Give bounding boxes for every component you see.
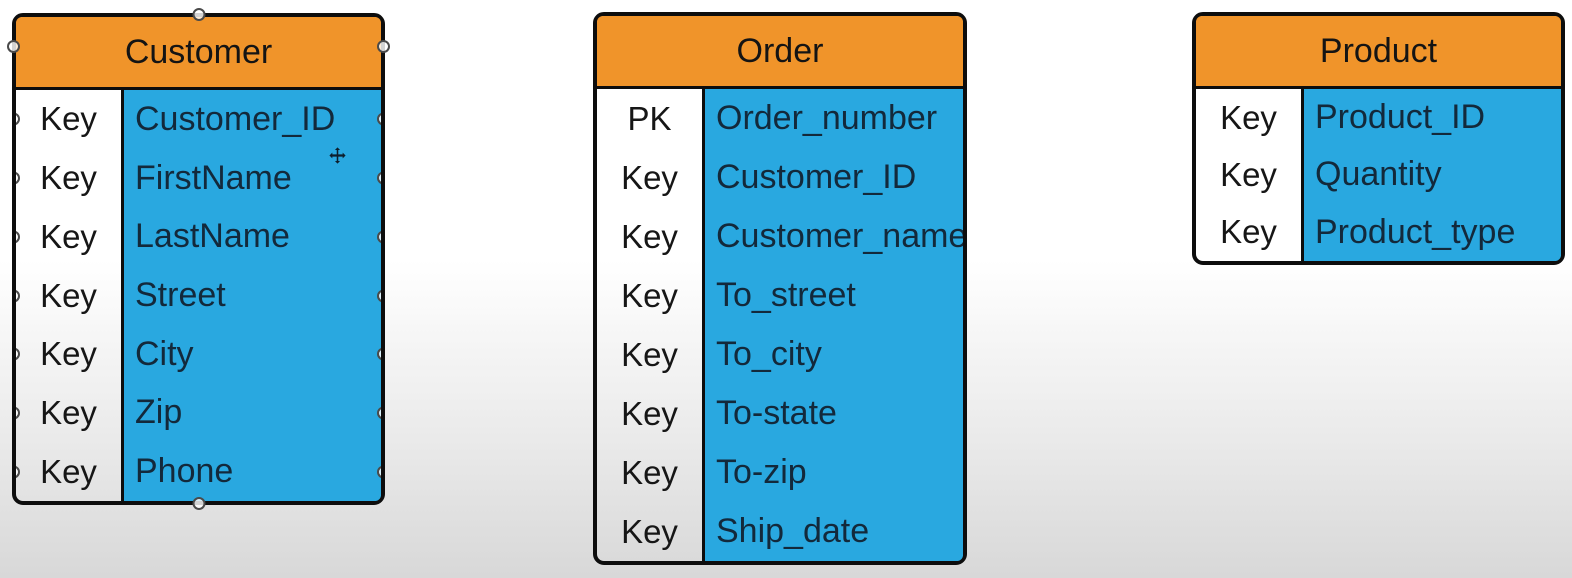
entity-product-title[interactable]: Product <box>1196 16 1561 89</box>
row-key-cell[interactable]: Key <box>16 324 124 384</box>
row-key-cell[interactable]: PK <box>597 89 705 148</box>
entity-row[interactable]: Key Customer_ID <box>16 90 381 149</box>
row-key-cell[interactable]: Key <box>597 443 705 502</box>
entity-row[interactable]: Key Customer_ID <box>597 148 963 207</box>
row-key-cell[interactable]: Key <box>597 148 705 207</box>
connection-point[interactable] <box>192 8 205 21</box>
entity-row[interactable]: Key Customer_name <box>597 207 963 266</box>
row-field-cell[interactable]: Customer_ID <box>124 90 381 149</box>
entity-customer[interactable]: Customer Key Customer_ID Key FirstName K… <box>7 8 390 510</box>
connection-point[interactable] <box>192 497 205 510</box>
row-key-cell[interactable]: Key <box>16 442 124 501</box>
row-key-cell[interactable]: Key <box>597 384 705 443</box>
row-key-cell[interactable]: Key <box>1196 89 1304 147</box>
entity-row[interactable]: Key City <box>16 324 381 384</box>
entity-row[interactable]: PK Order_number <box>597 89 963 148</box>
row-field-cell[interactable]: City <box>124 324 381 384</box>
row-field-cell[interactable]: To-state <box>705 384 963 443</box>
entity-order-rows: PK Order_number Key Customer_ID Key Cust… <box>597 89 963 561</box>
row-key-cell[interactable]: Key <box>16 207 124 267</box>
entity-row[interactable]: Key LastName <box>16 207 381 267</box>
entity-order[interactable]: Order PK Order_number Key Customer_ID Ke… <box>593 12 967 565</box>
row-key-cell[interactable]: Key <box>597 502 705 561</box>
row-key-cell[interactable]: Key <box>16 266 124 325</box>
row-key-cell[interactable]: Key <box>1196 146 1304 204</box>
row-field-cell[interactable]: Product_type <box>1304 203 1561 261</box>
connection-point[interactable] <box>7 40 20 53</box>
entity-row[interactable]: Key Product_ID <box>1196 89 1561 147</box>
entity-customer-title[interactable]: Customer <box>16 17 381 90</box>
row-field-cell[interactable]: Customer_ID <box>705 148 963 207</box>
entity-row[interactable]: Key Zip <box>16 383 381 443</box>
entity-row[interactable]: Key Phone <box>16 442 381 501</box>
entity-row[interactable]: Key Ship_date <box>597 502 963 561</box>
row-field-cell[interactable]: LastName <box>124 207 381 267</box>
row-field-cell[interactable]: Quantity <box>1304 146 1561 204</box>
entity-row[interactable]: Key FirstName <box>16 148 381 208</box>
row-field-cell[interactable]: To-zip <box>705 443 963 502</box>
entity-row[interactable]: Key Quantity <box>1196 146 1561 204</box>
entity-order-body: Order PK Order_number Key Customer_ID Ke… <box>597 16 963 561</box>
row-field-cell[interactable]: Product_ID <box>1304 89 1561 147</box>
entity-order-title[interactable]: Order <box>597 16 963 89</box>
entity-customer-body: Customer Key Customer_ID Key FirstName K… <box>16 17 381 501</box>
row-field-cell[interactable]: Customer_name <box>705 207 963 266</box>
row-key-cell[interactable]: Key <box>1196 203 1304 261</box>
entity-product[interactable]: Product Key Product_ID Key Quantity Key … <box>1192 12 1565 265</box>
row-key-cell[interactable]: Key <box>597 207 705 266</box>
row-field-cell[interactable]: Order_number <box>705 89 963 148</box>
row-field-cell[interactable]: Ship_date <box>705 502 963 561</box>
row-key-cell[interactable]: Key <box>597 325 705 384</box>
row-key-cell[interactable]: Key <box>597 266 705 325</box>
row-key-cell[interactable]: Key <box>16 148 124 208</box>
row-field-cell[interactable]: Street <box>124 266 381 325</box>
row-field-cell[interactable]: To_city <box>705 325 963 384</box>
row-field-cell[interactable]: FirstName <box>124 148 381 208</box>
entity-row[interactable]: Key To_city <box>597 325 963 384</box>
connection-point[interactable] <box>377 40 390 53</box>
entity-row[interactable]: Key To-zip <box>597 443 963 502</box>
row-field-cell[interactable]: Zip <box>124 383 381 443</box>
entity-row[interactable]: Key To_street <box>597 266 963 325</box>
entity-customer-rows: Key Customer_ID Key FirstName Key LastNa… <box>16 90 381 501</box>
row-field-cell[interactable]: Phone <box>124 442 381 501</box>
entity-row[interactable]: Key Product_type <box>1196 203 1561 261</box>
entity-row[interactable]: Key Street <box>16 266 381 325</box>
entity-product-rows: Key Product_ID Key Quantity Key Product_… <box>1196 89 1561 261</box>
row-field-cell[interactable]: To_street <box>705 266 963 325</box>
row-key-cell[interactable]: Key <box>16 90 124 149</box>
row-key-cell[interactable]: Key <box>16 383 124 443</box>
entity-row[interactable]: Key To-state <box>597 384 963 443</box>
entity-product-body: Product Key Product_ID Key Quantity Key … <box>1196 16 1561 261</box>
